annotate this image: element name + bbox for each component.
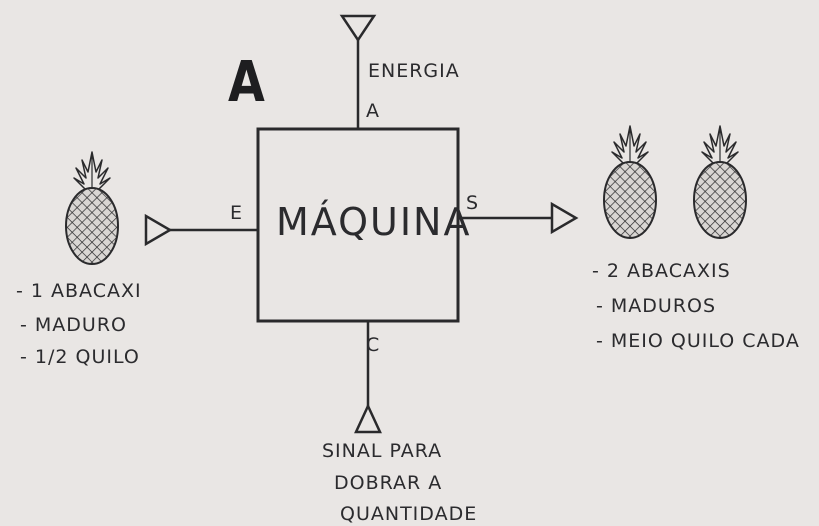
control-triangle-icon: [356, 406, 380, 432]
output-line-2: - MADUROS: [596, 295, 716, 317]
panel-label: A: [228, 50, 265, 115]
output-pineapple-icon-1: [604, 126, 656, 238]
port-input: E: [230, 202, 243, 224]
output-pineapple-icon-2: [694, 126, 746, 238]
port-control: C: [366, 334, 380, 356]
input-triangle-icon: [146, 216, 170, 244]
control-line-3: QUANTIDADE: [340, 503, 477, 525]
energy-label: ENERGIA: [368, 60, 460, 82]
machine-label: MÁQUINA: [276, 200, 471, 244]
input-line-2: - MADURO: [20, 314, 127, 336]
control-line-2: DOBRAR A: [334, 472, 442, 494]
energy-triangle-icon: [342, 16, 374, 40]
output-line-1: - 2 ABACAXIS: [592, 260, 731, 282]
output-triangle-icon: [552, 204, 576, 232]
input-pineapple-icon: [66, 152, 118, 264]
output-line-3: - MEIO QUILO CADA: [596, 330, 800, 352]
port-energy: A: [366, 100, 380, 122]
input-line-1: - 1 ABACAXI: [16, 280, 142, 302]
input-line-3: - 1/2 QUILO: [20, 346, 140, 368]
control-line-1: SINAL PARA: [322, 440, 442, 462]
